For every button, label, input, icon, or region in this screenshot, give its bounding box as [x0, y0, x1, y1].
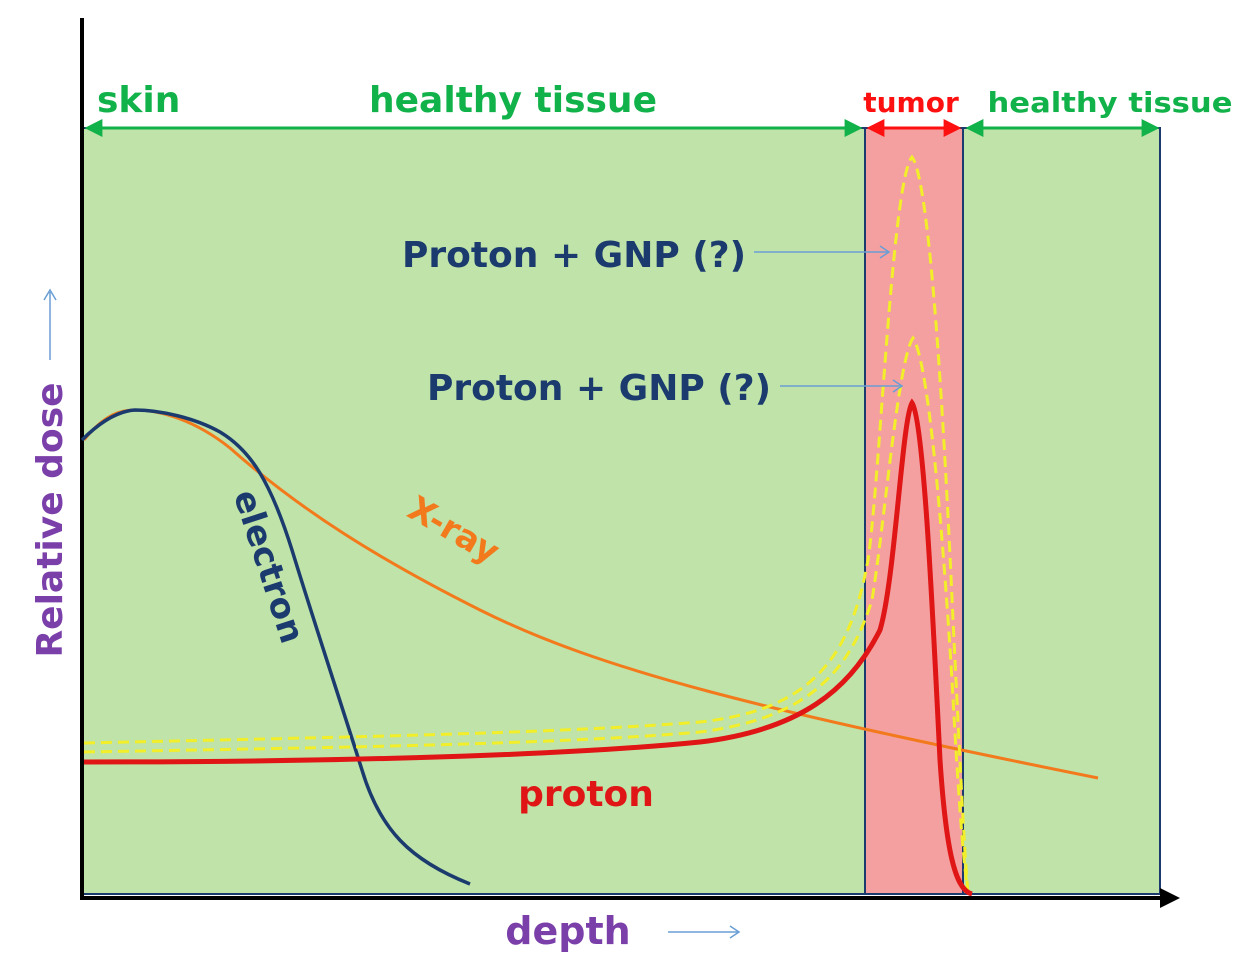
gnp-high-pointer-head — [879, 245, 891, 259]
healthy-tissue-region-2 — [962, 127, 1161, 895]
gnp-low-label: Proton + GNP (?) — [427, 368, 771, 409]
y-axis-label: Relative dose — [30, 382, 71, 657]
electron-curve — [80, 408, 471, 886]
healthy-tissue-label: healthy tissue — [369, 80, 657, 121]
gnp-low-curve — [83, 335, 970, 893]
x-axis-hint-arrow-head — [729, 925, 741, 939]
x-axis-label: depth — [505, 909, 630, 953]
gnp-low-pointer-head — [892, 379, 904, 393]
proton-label: proton — [518, 774, 654, 815]
proton-curve — [83, 398, 973, 897]
gnp-high-curve — [83, 154, 970, 893]
y-axis-hint-arrow-head — [43, 288, 57, 301]
healthy-tissue-2-label: healthy tissue — [988, 86, 1233, 119]
gnp-high-label: Proton + GNP (?) — [402, 235, 746, 276]
tumor-label: tumor — [863, 86, 959, 119]
healthy-tissue-region-1 — [81, 127, 866, 895]
skin-label: skin — [97, 80, 180, 121]
